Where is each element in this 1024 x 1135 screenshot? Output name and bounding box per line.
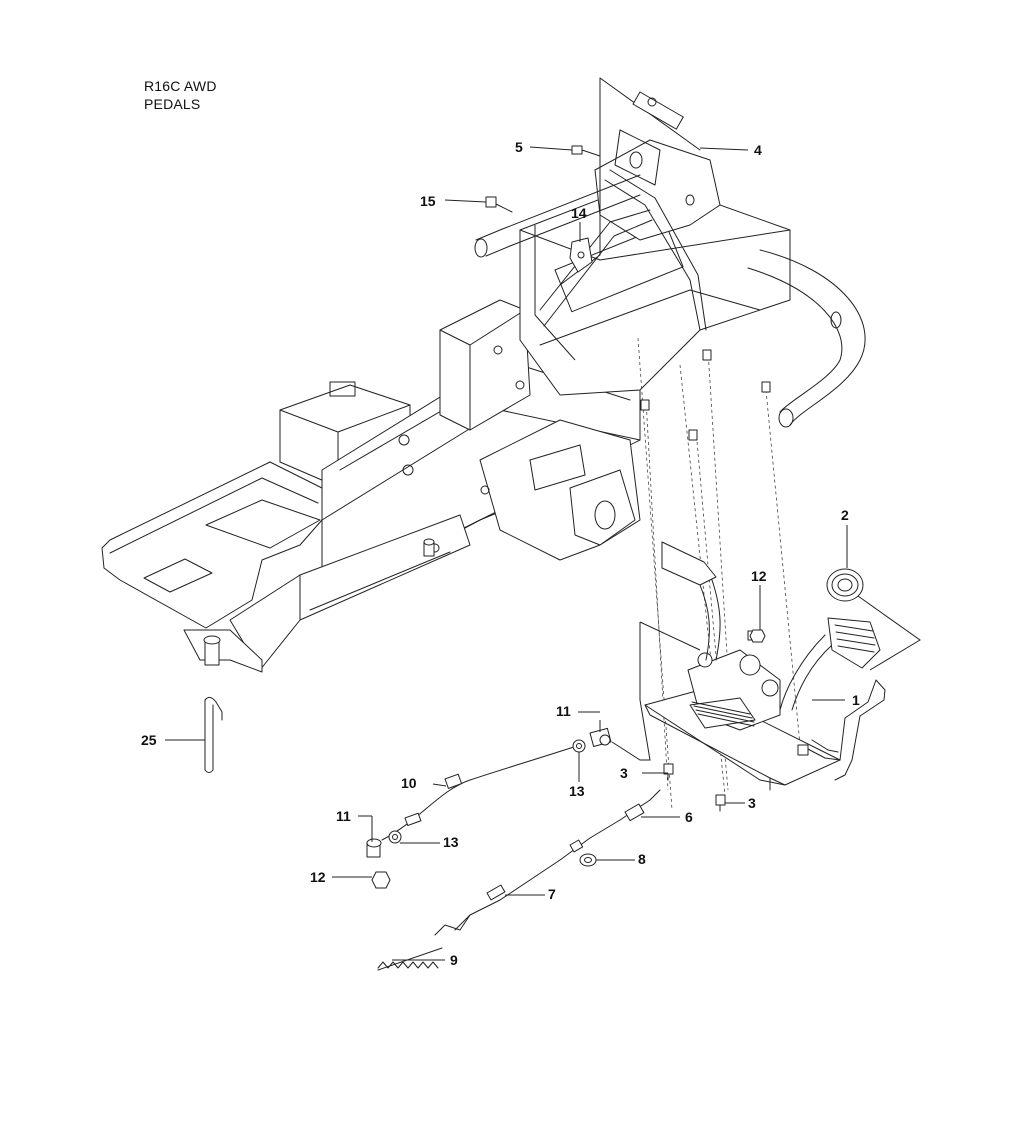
callout-2: 2 bbox=[841, 507, 849, 523]
callout-3-right: 3 bbox=[748, 795, 756, 811]
cable-parts bbox=[204, 629, 766, 971]
callout-15: 15 bbox=[420, 193, 436, 209]
callout-25: 25 bbox=[141, 732, 157, 748]
pedal-assembly bbox=[639, 541, 921, 791]
callout-12-upper: 12 bbox=[751, 568, 767, 584]
callout-11-lower: 11 bbox=[336, 808, 351, 824]
callout-8: 8 bbox=[638, 851, 646, 867]
section-title: PEDALS bbox=[144, 96, 201, 112]
callout-14: 14 bbox=[571, 205, 587, 221]
callout-labels: 5 4 15 14 2 12 1 25 11 10 13 11 13 12 6 … bbox=[141, 139, 860, 968]
callout-5: 5 bbox=[515, 139, 523, 155]
callout-11-upper: 11 bbox=[556, 703, 571, 719]
callout-12-lower: 12 bbox=[310, 869, 326, 885]
callout-3-left: 3 bbox=[620, 765, 628, 781]
upper-linkage bbox=[485, 77, 707, 361]
callout-1: 1 bbox=[852, 692, 860, 708]
callout-9: 9 bbox=[450, 952, 458, 968]
callout-13-lower: 13 bbox=[443, 834, 459, 850]
callout-4: 4 bbox=[754, 142, 762, 158]
callout-7: 7 bbox=[548, 886, 556, 902]
callout-13-upper: 13 bbox=[569, 783, 585, 799]
callout-6: 6 bbox=[685, 809, 693, 825]
callout-10: 10 bbox=[401, 775, 417, 791]
model-title: R16C AWD bbox=[144, 78, 217, 94]
frame-drawing bbox=[101, 129, 866, 811]
callout-leaders bbox=[165, 146, 848, 961]
